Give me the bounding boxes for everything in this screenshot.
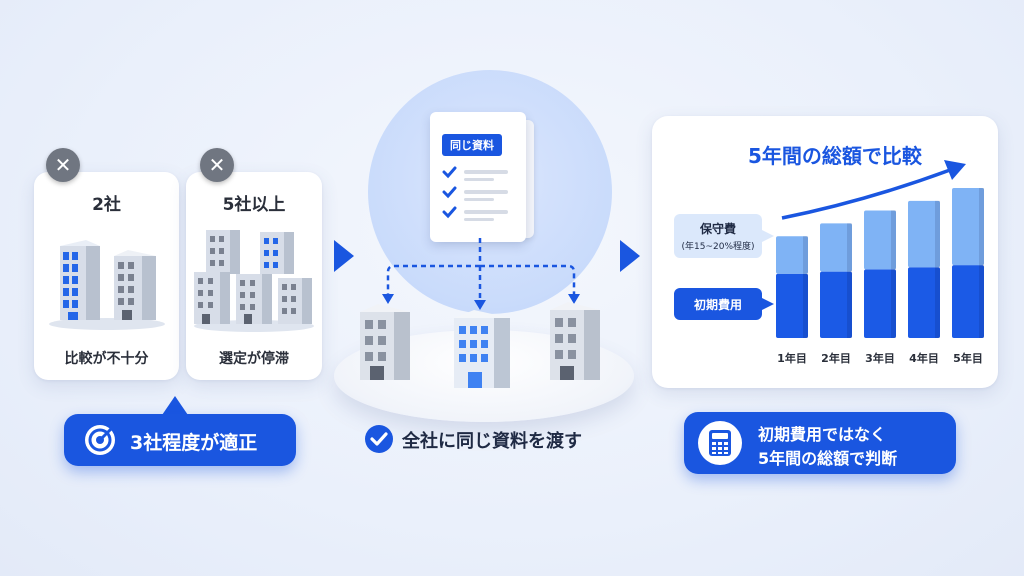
chart-title: 5年間の総額で比較 xyxy=(748,144,922,168)
bar-label-row: 1年目 2年目 3年目 4年目 5年目 xyxy=(770,350,990,368)
x-tick-label: 2年目 xyxy=(821,352,851,365)
x-tick-label: 3年目 xyxy=(865,352,895,365)
bar-shade xyxy=(979,265,984,338)
flow-arrow-icon xyxy=(334,240,354,272)
bar-shade xyxy=(803,273,808,338)
bar-shade xyxy=(847,223,852,272)
flow-arrow-icon xyxy=(620,240,640,272)
x-tick-label: 4年目 xyxy=(909,352,939,365)
bar-segment-initial xyxy=(864,269,896,338)
legend-initial: 初期費用 xyxy=(674,288,762,320)
bar-segment-maintenance xyxy=(776,236,808,274)
callout-text-right-line1: 初期費用ではなく xyxy=(758,425,887,444)
two-company-card: 2社 比較が不十分 xyxy=(34,172,179,380)
callout-pointer xyxy=(160,396,190,418)
document-card: 同じ資料 xyxy=(430,112,526,242)
calculator-icon xyxy=(698,421,742,465)
card-footer-many: 選定が停滞 xyxy=(219,351,289,367)
bar-shade xyxy=(891,210,896,270)
bar-segment-initial xyxy=(908,267,940,338)
checklist-icon xyxy=(442,166,508,221)
legend-maintenance-note: (年15~20%程度) xyxy=(681,242,755,252)
vendor-buildings-illustration xyxy=(360,302,600,388)
x-tick-label: 1年目 xyxy=(777,352,807,365)
trend-arrow-icon xyxy=(781,160,966,220)
buildings-illustration-many xyxy=(194,230,314,332)
x-tick-label: 5年目 xyxy=(953,352,983,365)
bar-segment-initial xyxy=(820,271,852,338)
buildings-illustration-two xyxy=(49,240,165,330)
bar-shade xyxy=(891,269,896,338)
bar-segment-maintenance xyxy=(908,200,940,268)
bar-shade xyxy=(803,236,808,274)
callout-text-left: 3社程度が適正 xyxy=(130,432,258,454)
card-title-many: 5社以上 xyxy=(222,195,286,215)
document-label: 同じ資料 xyxy=(442,134,502,156)
close-icon: ✕ xyxy=(46,148,80,182)
distribution-arrows xyxy=(382,238,580,310)
cost-comparison-card: 5年間の総額で比較 保守費 (年15~20%程度) 初期費用 1年目 2年目 3年目… xyxy=(652,116,998,388)
bar-segment-maintenance xyxy=(820,223,852,272)
legend-pointer xyxy=(762,230,774,242)
callout-text-right-line2: 5年間の総額で判断 xyxy=(758,449,898,468)
bar-segment-maintenance xyxy=(864,210,896,270)
bar-segment-maintenance xyxy=(952,188,984,266)
card-footer-two: 比較が不十分 xyxy=(64,351,149,367)
close-icon: ✕ xyxy=(200,148,234,182)
legend-pointer xyxy=(762,298,774,310)
legend-maintenance-title: 保守費 xyxy=(699,222,736,236)
target-icon xyxy=(85,425,115,455)
bar-segment-initial xyxy=(776,273,808,338)
bar-segment-initial xyxy=(952,265,984,338)
bar-shade xyxy=(847,271,852,338)
optimal-count-callout: 3社程度が適正 xyxy=(64,414,296,466)
bar-shade xyxy=(935,200,940,268)
card-title-two: 2社 xyxy=(92,195,121,215)
total-cost-callout: 初期費用ではなく 5年間の総額で判断 xyxy=(684,412,956,474)
bar-shade xyxy=(935,267,940,338)
many-company-card: 5社以上 選定が停滞 xyxy=(186,172,322,380)
check-circle-icon xyxy=(365,425,393,453)
bar-shade xyxy=(979,188,984,266)
legend-maintenance: 保守費 (年15~20%程度) xyxy=(674,214,762,258)
stacked-bar-chart xyxy=(776,188,984,338)
legend-initial-label: 初期費用 xyxy=(693,298,742,312)
center-caption: 全社に同じ資料を渡す xyxy=(402,431,582,452)
